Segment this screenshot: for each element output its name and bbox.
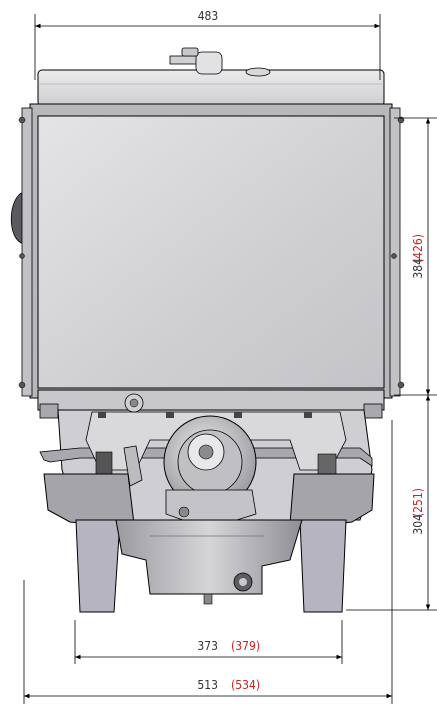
filler-cap xyxy=(169,47,271,77)
right-foot xyxy=(299,519,347,613)
dim-overall-width: 513 xyxy=(197,678,218,692)
dim-upper-height: 384 xyxy=(411,258,425,279)
dim-overall-width-alt: (534) xyxy=(231,678,260,692)
dim-lower-height-alt: (251) xyxy=(411,488,425,517)
top-tank xyxy=(37,69,385,107)
engine-body xyxy=(10,47,405,613)
right-engine-mount xyxy=(289,473,375,527)
dim-base-width-alt: (379) xyxy=(231,639,260,653)
crank-pulley xyxy=(163,415,257,509)
left-engine-mount xyxy=(43,473,135,527)
dim-lower-height: 304 xyxy=(411,514,425,535)
dim-top-width: 483 xyxy=(198,9,219,23)
dimension-lines xyxy=(23,14,437,704)
dimension-labels: 483 384 (426) 304 (251) 373 (379) 513 (5… xyxy=(197,9,425,692)
dim-base-width: 373 xyxy=(197,639,218,653)
dim-upper-height-alt: (426) xyxy=(411,234,425,263)
oil-sump xyxy=(115,519,303,595)
radiator-core xyxy=(37,115,385,389)
left-foot xyxy=(75,519,121,613)
